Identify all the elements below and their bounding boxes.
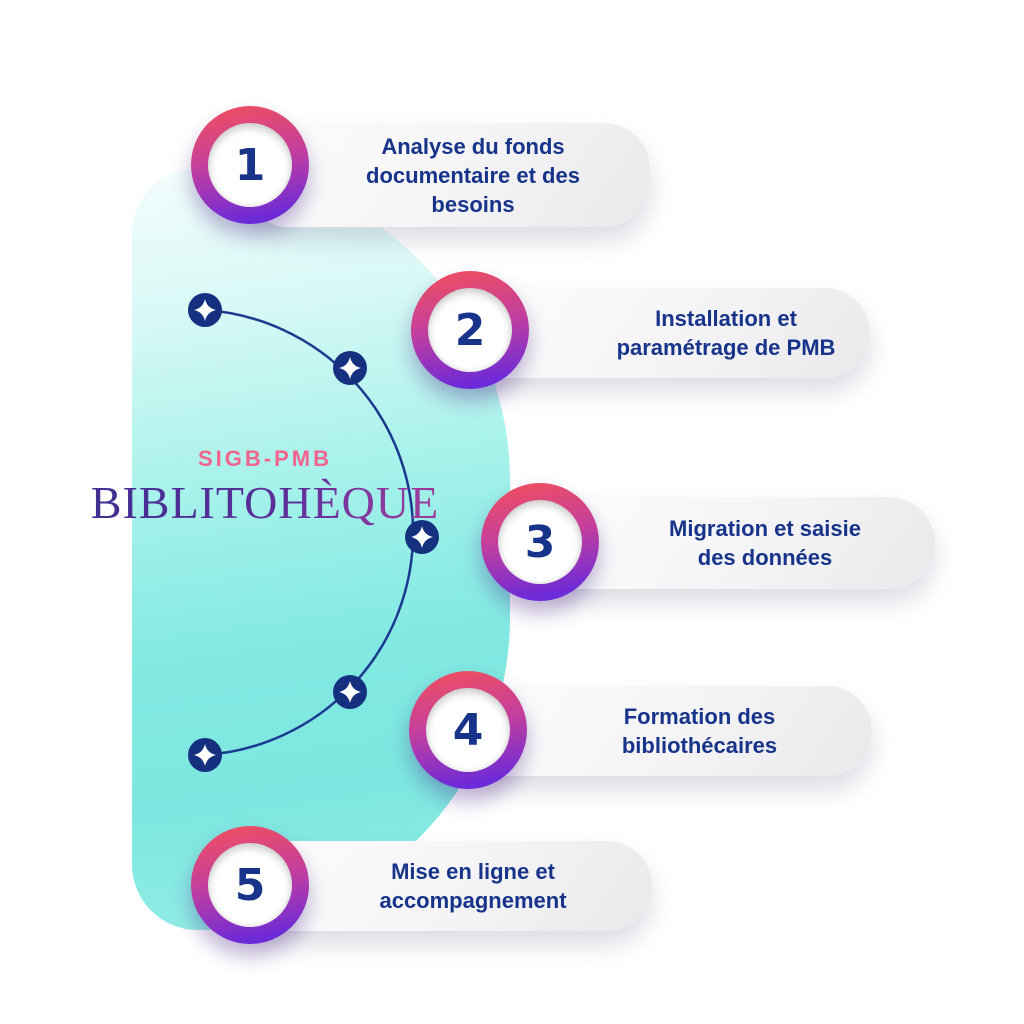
step-label-line: besoins xyxy=(431,191,515,217)
step-number-badge: 3 xyxy=(481,483,599,601)
step-number-circle: 2 xyxy=(428,288,512,372)
step-number: 1 xyxy=(234,139,266,191)
step-number: 3 xyxy=(524,516,556,568)
step-label-pill: Formation des bibliothécaires xyxy=(467,686,872,776)
step-label-pill: Migration et saisie des données xyxy=(540,497,935,589)
step-number-badge: 4 xyxy=(409,671,527,789)
step-label-line: Installation et xyxy=(655,306,797,331)
step-number-circle: 4 xyxy=(426,688,510,772)
step-label-pill: Analyse du fonds documentaire et des bes… xyxy=(252,123,650,227)
step-number: 2 xyxy=(454,304,486,356)
brand-title: BIBLITOHÈQUE xyxy=(60,476,470,529)
step-number-badge: 5 xyxy=(191,826,309,944)
step-label-line: Analyse du fonds xyxy=(381,133,565,159)
brand-subtitle: SIGB-PMB xyxy=(198,446,332,471)
step-label-pill: Mise en ligne et accompagnement xyxy=(252,841,652,931)
step-number-badge: 2 xyxy=(411,271,529,389)
step-label-line: paramétrage de PMB xyxy=(616,335,836,360)
step-label-pill: Installation et paramétrage de PMB xyxy=(472,288,870,378)
step-label-line: accompagnement xyxy=(379,888,567,913)
step-label-line: bibliothécaires xyxy=(621,733,778,758)
step-label-line: Mise en ligne et xyxy=(391,859,555,884)
step-number-circle: 3 xyxy=(498,500,582,584)
step-label-line: des données xyxy=(697,545,833,570)
step-number: 4 xyxy=(452,704,484,756)
step-number-circle: 5 xyxy=(208,843,292,927)
step-number-badge: 1 xyxy=(191,106,309,224)
step-label-line: documentaire et des xyxy=(366,162,580,188)
step-number-circle: 1 xyxy=(208,123,292,207)
step-label-line: Migration et saisie xyxy=(669,516,861,541)
step-number: 5 xyxy=(234,859,266,911)
step-label-line: Formation des xyxy=(623,704,776,729)
